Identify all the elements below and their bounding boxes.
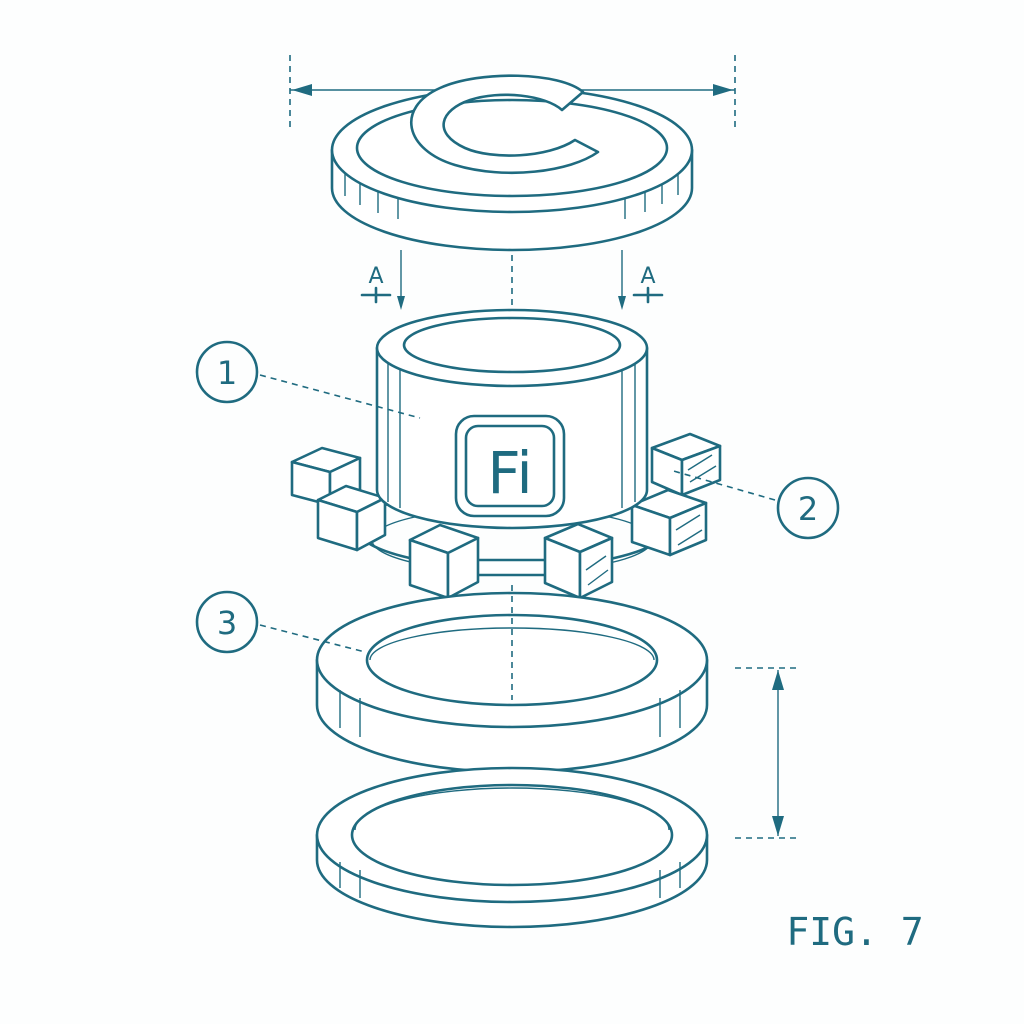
cube-right bbox=[630, 488, 708, 557]
height-dimension bbox=[735, 667, 800, 839]
lower-ring bbox=[315, 766, 709, 929]
section-marker-right: A bbox=[618, 250, 664, 310]
cube-back-right bbox=[650, 432, 722, 497]
section-label-right: A bbox=[640, 264, 655, 289]
cube-front-left bbox=[408, 523, 480, 600]
section-marker-left: A bbox=[360, 250, 405, 310]
section-label-left: A bbox=[368, 264, 383, 289]
c-emblem: C bbox=[410, 74, 600, 175]
figure-caption: FIG. 7 bbox=[786, 910, 923, 954]
callout-2-label: 2 bbox=[798, 490, 818, 528]
callout-2: 2 bbox=[669, 469, 840, 540]
upper-ring bbox=[315, 585, 709, 774]
element-badge-text: Fi bbox=[487, 439, 532, 507]
cube-front-right bbox=[543, 522, 614, 600]
callout-1: 1 bbox=[195, 340, 421, 419]
cube-left bbox=[316, 484, 387, 552]
callout-1-label: 1 bbox=[217, 354, 237, 392]
callout-3: 3 bbox=[195, 590, 366, 654]
element-badge: Fi bbox=[454, 414, 566, 518]
callout-3-label: 3 bbox=[217, 604, 237, 642]
